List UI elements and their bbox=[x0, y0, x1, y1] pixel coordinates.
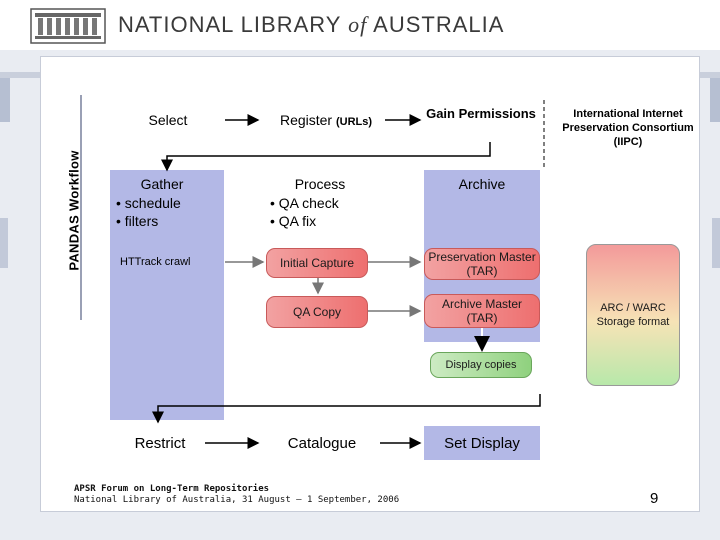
right-side-block bbox=[710, 78, 720, 122]
title-of: of bbox=[348, 12, 368, 37]
qa-copy-box: QA Copy bbox=[266, 296, 368, 328]
header-bar bbox=[0, 0, 720, 50]
display-copies-box: Display copies bbox=[430, 352, 532, 378]
right-side-block-lower bbox=[712, 218, 720, 268]
left-side-block-lower bbox=[0, 218, 8, 268]
library-building-logo-icon bbox=[30, 8, 106, 44]
process-title: Process bbox=[294, 176, 346, 192]
process-bullet-qa-fix: • QA fix bbox=[270, 213, 317, 229]
gather-bullet-schedule: • schedule bbox=[116, 195, 181, 211]
left-side-block bbox=[0, 78, 10, 122]
footer-event-title: APSR Forum on Long-Term Repositories bbox=[74, 484, 270, 494]
httrack-crawl-label: HTTrack crawl bbox=[120, 256, 191, 268]
stage-register: Register (URLs) bbox=[262, 112, 390, 128]
gather-title: Gather bbox=[140, 176, 184, 192]
preservation-master-box: Preservation Master (TAR) bbox=[424, 248, 540, 280]
stage-gain-permissions: Gain Permissions bbox=[426, 106, 536, 121]
stage-restrict: Restrict bbox=[134, 435, 186, 452]
footer-event-details: National Library of Australia, 31 August… bbox=[74, 495, 400, 505]
arrow-permissions-to-gather bbox=[161, 142, 491, 172]
process-bullet-qa-check: • QA check bbox=[270, 195, 339, 211]
stage-catalogue: Catalogue bbox=[287, 435, 357, 452]
organization-title: NATIONAL LIBRARY of AUSTRALIA bbox=[118, 12, 504, 38]
gather-bullets: • schedule • filters bbox=[116, 194, 220, 230]
title-part-1: NATIONAL LIBRARY bbox=[118, 12, 349, 37]
archive-master-box: Archive Master (TAR) bbox=[424, 294, 540, 328]
left-side-rule bbox=[0, 72, 40, 78]
stage-register-suffix: (URLs) bbox=[335, 116, 373, 128]
process-bullets: • QA check • QA fix bbox=[270, 194, 380, 230]
page-number: 9 bbox=[650, 490, 659, 507]
title-part-2: AUSTRALIA bbox=[367, 12, 505, 37]
stage-select: Select bbox=[148, 112, 188, 128]
arrow-archive-to-restrict bbox=[152, 394, 541, 424]
stage-register-label: Register bbox=[279, 112, 333, 128]
gather-bullet-filters: • filters bbox=[116, 213, 159, 229]
side-label-divider bbox=[80, 95, 82, 320]
iipc-label: International Internet Preservation Cons… bbox=[562, 108, 694, 148]
gather-panel bbox=[110, 170, 224, 420]
archive-title: Archive bbox=[458, 176, 506, 192]
arc-warc-storage-box: ARC / WARC Storage format bbox=[586, 244, 680, 386]
initial-capture-box: Initial Capture bbox=[266, 248, 368, 278]
set-display-box: Set Display bbox=[424, 426, 540, 460]
right-side-rule bbox=[700, 72, 720, 78]
